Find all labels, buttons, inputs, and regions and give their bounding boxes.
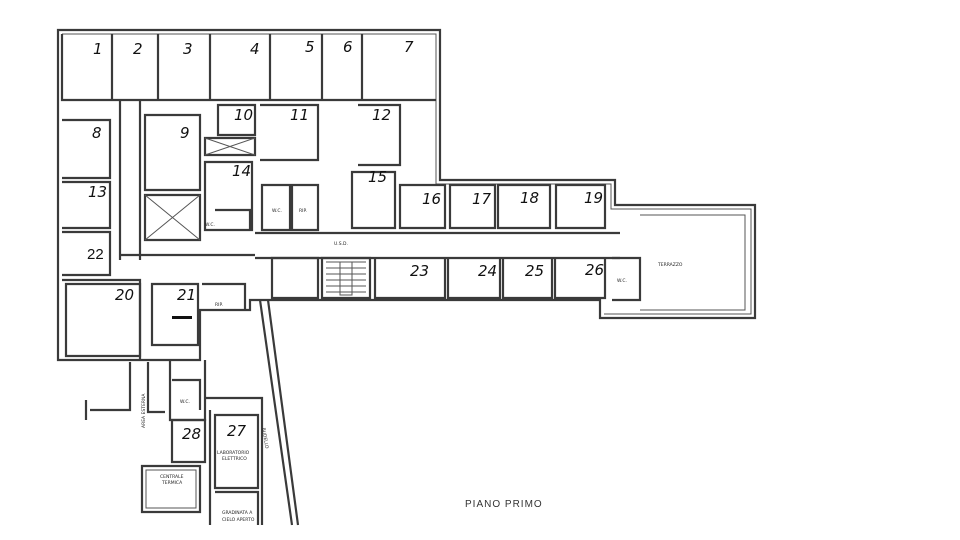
label-centrale: CENTRALE: [160, 474, 184, 480]
room-4: 4: [250, 40, 260, 58]
label-cielo-aperto: CIELO APERTO: [222, 517, 255, 523]
label-usd: U.S.D.: [334, 241, 348, 247]
room-7: 7: [404, 38, 414, 56]
walls: [56, 28, 757, 526]
label-gradinata: GRADINATA A: [222, 510, 253, 516]
label-rip: RIP.: [299, 208, 307, 214]
label-termica: TERMICA: [161, 480, 183, 486]
label-elettrico: ELETTRICO: [222, 456, 247, 462]
room-16: 16: [422, 190, 441, 208]
plan-title: PIANO PRIMO: [465, 499, 543, 510]
room-9: 9: [180, 124, 190, 142]
room-22: 22: [87, 246, 104, 263]
label-laboratorio: LABORATORIO: [217, 450, 250, 456]
room-23: 23: [410, 262, 429, 280]
label-rip-21: RIP.: [215, 302, 223, 308]
room-labels: W.C. RIP. W.C. RIP. U.S.D. W.C. W.C. TER…: [141, 208, 683, 523]
room-18: 18: [520, 189, 539, 207]
room-15: 15: [368, 168, 387, 186]
room-12: 12: [372, 106, 391, 124]
room-1: 1: [93, 40, 103, 58]
room-13: 13: [88, 183, 107, 201]
room-2: 2: [133, 40, 143, 58]
room-11: 11: [290, 106, 309, 124]
label-wc-terrace: W.C.: [617, 278, 627, 284]
room-5: 5: [305, 38, 315, 56]
room-10: 10: [234, 106, 253, 124]
label-budello: BUDELLO: [260, 427, 270, 449]
room-27: 27: [227, 422, 247, 440]
label-wc-south: W.C.: [180, 399, 190, 405]
room-numbers: 1 2 3 4 5 6 7 8 9 10 11 12 13 14 15 16 1…: [87, 38, 604, 443]
label-terrazzo: TERRAZZO: [657, 262, 683, 268]
room-26: 26: [585, 261, 604, 279]
room-19: 19: [584, 189, 603, 207]
label-wc-14: W.C.: [205, 222, 215, 228]
room-21: 21: [177, 286, 196, 304]
room-8: 8: [92, 124, 102, 142]
room-3: 3: [183, 40, 193, 58]
label-wc: W.C.: [272, 208, 282, 214]
room-6: 6: [343, 38, 353, 56]
room-24: 24: [478, 262, 497, 280]
room-20: 20: [115, 286, 134, 304]
room-28: 28: [182, 425, 201, 443]
room-17: 17: [472, 190, 492, 208]
room-14: 14: [232, 162, 251, 180]
room-25: 25: [525, 262, 544, 280]
label-area-esterna: AREA ESTERNA: [141, 393, 147, 428]
